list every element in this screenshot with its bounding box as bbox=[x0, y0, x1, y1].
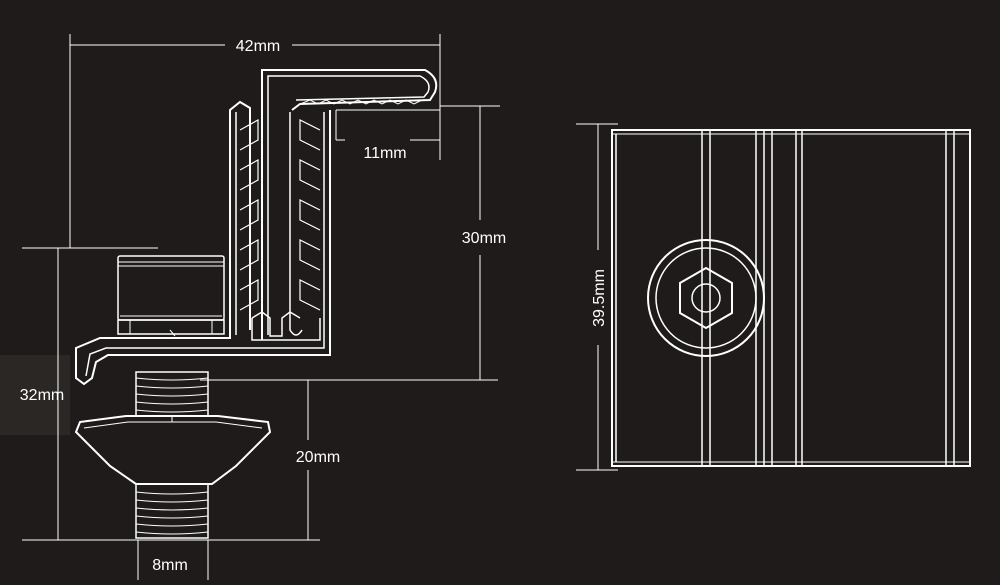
dim-label-8: 8mm bbox=[152, 557, 188, 574]
hex-socket bbox=[679, 266, 733, 330]
dim-label-11: 11mm bbox=[363, 145, 406, 162]
dimension-32mm: 32mm bbox=[20, 247, 158, 540]
dimension-11mm: 11mm bbox=[336, 139, 440, 162]
bolt-threads-lower bbox=[135, 483, 209, 539]
dim-label-39-5: 39.5mm bbox=[591, 269, 608, 327]
dimension-39-5mm: 39.5mm bbox=[576, 123, 618, 471]
top-outline bbox=[611, 129, 971, 467]
dim-label-30: 30mm bbox=[462, 230, 506, 247]
nut-block bbox=[117, 255, 225, 337]
dimension-42mm: 42mm bbox=[69, 34, 441, 248]
dimension-30mm: 30mm bbox=[200, 105, 506, 381]
clamp-hook bbox=[261, 69, 440, 340]
clamp-body bbox=[75, 100, 331, 386]
dim-label-20: 20mm bbox=[296, 449, 340, 466]
dimension-8mm: 8mm bbox=[137, 540, 209, 580]
dim-label-32: 32mm bbox=[20, 387, 64, 404]
clamp-top-view: 39.5mm bbox=[576, 123, 971, 471]
flange-nut bbox=[74, 415, 272, 485]
dimension-20mm: 20mm bbox=[22, 380, 340, 541]
channel-lines bbox=[701, 130, 955, 466]
dim-label-42: 42mm bbox=[236, 38, 280, 55]
bolt-head bbox=[647, 239, 765, 357]
clamp-side-view: 42mm 11mm bbox=[20, 34, 506, 580]
bolt-threads-upper bbox=[135, 371, 209, 417]
